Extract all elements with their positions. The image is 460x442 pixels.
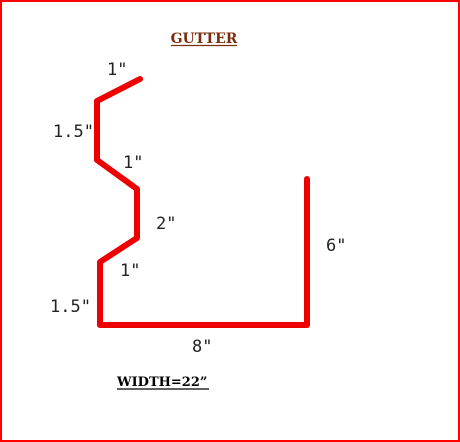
gutter-profile: [94, 76, 310, 328]
dimension-label-lower-diagonal: 1": [120, 261, 140, 281]
dimension-label-upper-vertical: 1.5": [53, 122, 94, 142]
dimension-label-lower-vertical: 1.5": [50, 297, 91, 317]
dimension-label-middle-vertical: 2": [156, 214, 176, 234]
dimension-label-top-lip: 1": [107, 60, 127, 80]
diagram-title: GUTTER: [171, 31, 238, 47]
dimension-label-upper-diagonal: 1": [123, 153, 143, 173]
dimension-label-bottom: 8": [192, 337, 212, 357]
width-label: WIDTH=22”: [116, 375, 207, 390]
dimension-label-back: 6": [326, 236, 346, 256]
